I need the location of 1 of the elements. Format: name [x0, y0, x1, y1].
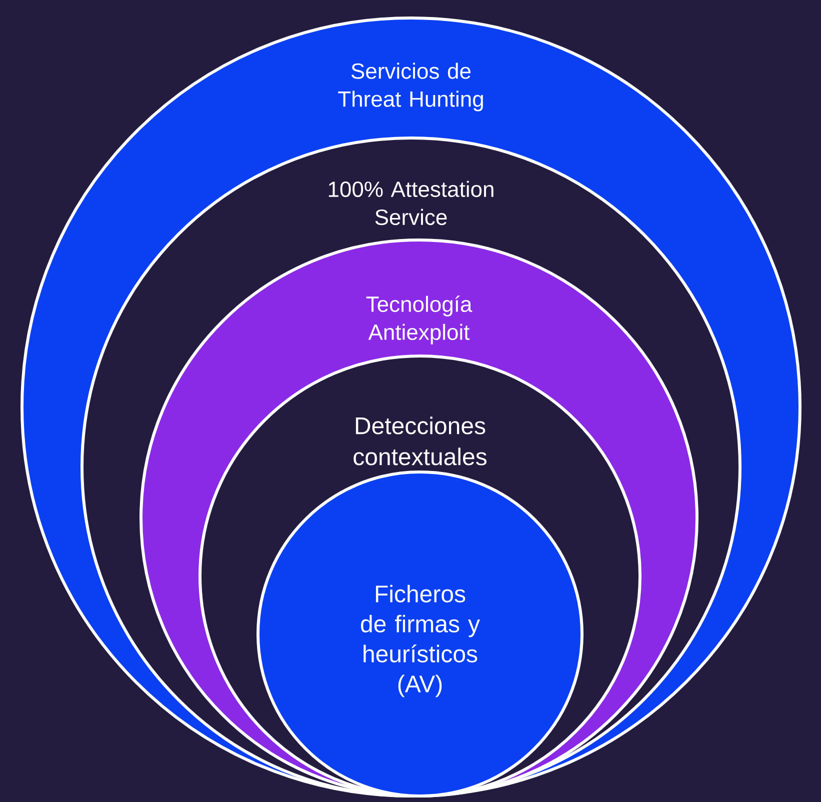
ring: Ficheros de firmas y heurísticos (AV): [256, 470, 584, 798]
